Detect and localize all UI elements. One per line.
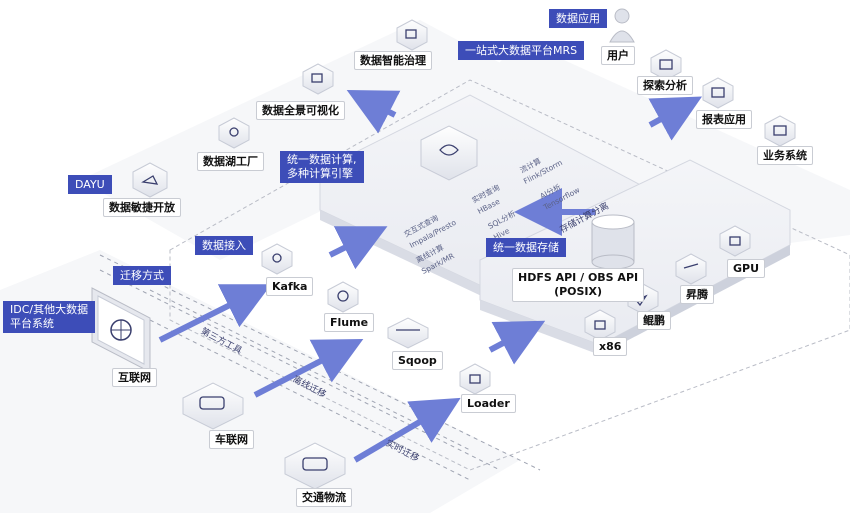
ascend-icon	[675, 253, 707, 285]
dayu-tag: DAYU	[68, 175, 112, 194]
explore-label: 探索分析	[637, 76, 693, 95]
lake-factory-icon	[218, 117, 250, 149]
idc-tag: IDC/其他大数据 平台系统	[3, 301, 96, 333]
visualize-label: 数据全景可视化	[256, 101, 345, 120]
internet-label: 互联网	[112, 368, 157, 387]
governance-label: 数据智能治理	[354, 51, 432, 70]
visualize-icon	[302, 63, 334, 95]
dayu-plane	[80, 20, 560, 260]
compute-tag: 统一数据计算, 多种计算引擎	[280, 151, 364, 183]
platform-title: 一站式大数据平台MRS	[458, 41, 585, 60]
logistics-label: 交通物流	[296, 488, 352, 507]
flow-arrows	[158, 89, 703, 463]
logistics-icon	[284, 442, 346, 490]
loader-icon	[459, 363, 491, 395]
ascend-label: 昇腾	[680, 285, 714, 304]
report-icon	[702, 77, 734, 109]
platform-core-icon	[420, 125, 478, 181]
sources-plane	[0, 250, 520, 513]
gpu-icon	[719, 225, 751, 257]
business-label: 业务系统	[757, 146, 813, 165]
iov-icon	[182, 382, 244, 430]
flume-icon	[327, 281, 359, 313]
ingest-tag: 数据接入	[195, 236, 253, 255]
platform-frame	[169, 79, 850, 471]
kunpeng-label: 鲲鹏	[637, 311, 671, 330]
loader-label: Loader	[461, 394, 516, 413]
business-icon	[764, 115, 796, 147]
migration-tag: 迁移方式	[113, 266, 171, 285]
kafka-label: Kafka	[266, 277, 314, 296]
x86-icon	[584, 309, 616, 341]
storage-tag: 统一数据存储	[486, 238, 566, 257]
lake-factory-label: 数据湖工厂	[197, 152, 264, 171]
hex-icons	[132, 19, 796, 490]
flume-label: Flume	[324, 313, 375, 332]
kafka-icon	[261, 243, 293, 275]
agile-open-label: 数据敏捷开放	[103, 198, 181, 217]
governance-icon	[396, 19, 428, 51]
iov-label: 车联网	[209, 430, 254, 449]
hex-glyphs	[141, 29, 787, 471]
data-app-tag: 数据应用	[549, 9, 607, 28]
x86-label: x86	[593, 337, 628, 356]
user-label: 用户	[601, 46, 635, 65]
explore-icon	[650, 49, 682, 81]
sqoop-icon	[387, 317, 429, 349]
user-figure-icon	[609, 8, 635, 43]
report-label: 报表应用	[696, 110, 752, 129]
gpu-label: GPU	[727, 259, 766, 278]
agile-open-icon	[132, 162, 168, 198]
storage-api-label: HDFS API / OBS API (POSIX)	[512, 268, 645, 302]
database-icon	[591, 214, 635, 270]
sqoop-label: Sqoop	[392, 351, 443, 370]
